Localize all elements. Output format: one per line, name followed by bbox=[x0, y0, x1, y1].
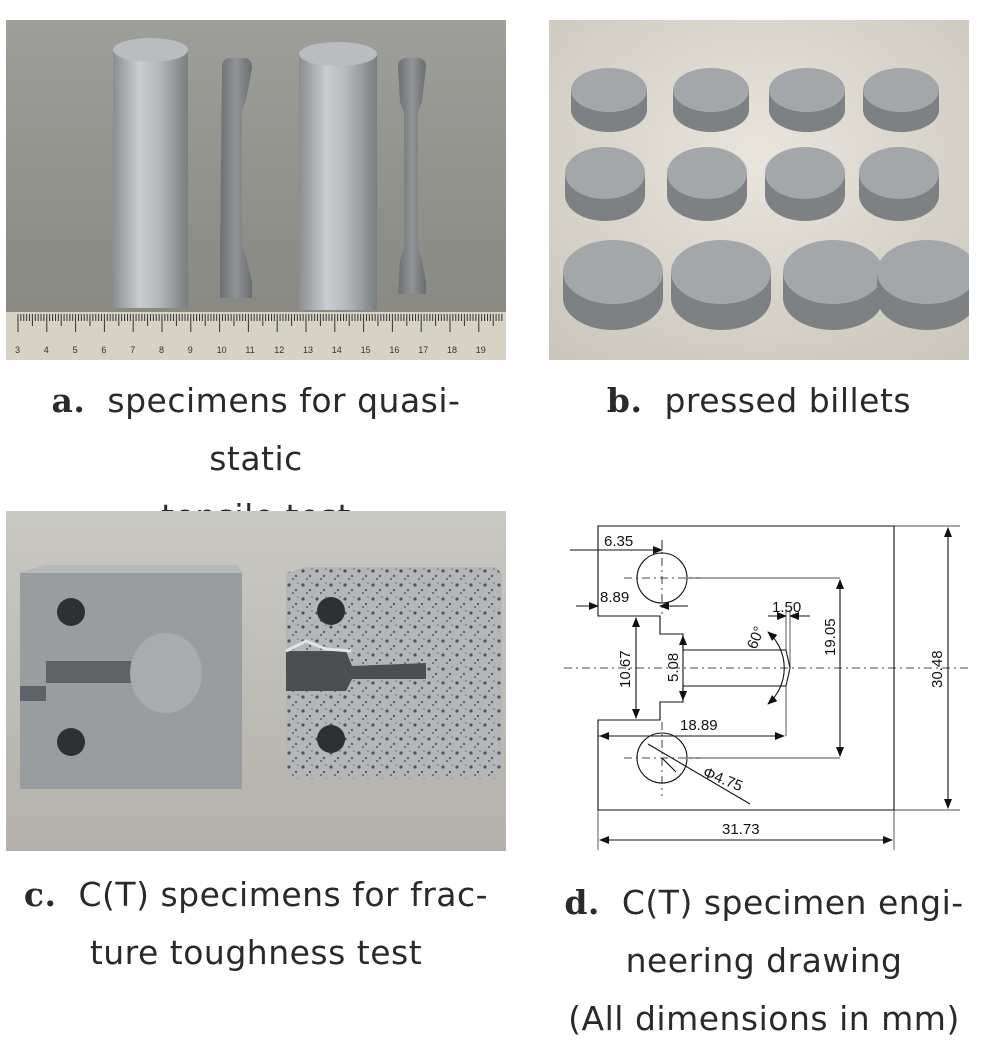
photo-pressed-billets bbox=[549, 20, 969, 360]
billet-top bbox=[571, 68, 647, 112]
billet-top bbox=[859, 147, 939, 199]
caption-b-line1: pressed billets bbox=[664, 381, 912, 420]
dim-5-08: 5.08 bbox=[665, 653, 682, 682]
ct-drawing-svg: 6.35 8.89 1.50 60° 19.05 10.67 5.08 30.4… bbox=[564, 525, 970, 850]
caption-d-line3: (All dimensions in mm) bbox=[568, 999, 960, 1038]
billet-top bbox=[783, 240, 883, 304]
ruler-number: 9 bbox=[188, 345, 193, 355]
dim-19-05: 19.05 bbox=[822, 618, 839, 656]
billet-top bbox=[565, 147, 645, 199]
billet-top bbox=[863, 68, 939, 112]
ruler-number: 6 bbox=[101, 345, 106, 355]
billet-top bbox=[769, 68, 845, 112]
engineering-drawing: 6.35 8.89 1.50 60° 19.05 10.67 5.08 30.4… bbox=[550, 510, 980, 855]
ruler-ticks bbox=[17, 314, 503, 332]
caption-a-letter: a. bbox=[51, 381, 86, 420]
dim-60-deg: 60° bbox=[744, 624, 768, 651]
dim-diameter-4-75: Φ4.75 bbox=[701, 764, 746, 795]
ruler-numbers: 3 4 5 6 7 8 9 10 11 12 13 14 15 16 17 18 19 bbox=[15, 345, 486, 355]
ruler-number: 13 bbox=[303, 345, 313, 355]
ruler-number: 5 bbox=[73, 345, 78, 355]
dim-30-48: 30.48 bbox=[929, 650, 946, 688]
photo-ct-specimens bbox=[6, 511, 506, 851]
ct-specimens-illustration bbox=[6, 511, 506, 851]
tensile-specimens-illustration: 3 4 5 6 7 8 9 10 11 12 13 14 15 16 17 18 19 bbox=[6, 20, 506, 360]
ruler-number: 7 bbox=[130, 345, 135, 355]
ruler-number: 15 bbox=[361, 345, 371, 355]
billet-top bbox=[877, 240, 969, 304]
caption-b: b. pressed billets bbox=[549, 372, 969, 430]
billet-top bbox=[563, 240, 663, 304]
dim-31-73: 31.73 bbox=[722, 821, 760, 838]
ruler-number: 4 bbox=[44, 345, 49, 355]
billets-illustration bbox=[549, 20, 969, 360]
dim-1-50: 1.50 bbox=[772, 599, 801, 616]
ruler-number: 14 bbox=[332, 345, 342, 355]
billet-top bbox=[667, 147, 747, 199]
caption-d-line2: neering drawing bbox=[625, 941, 903, 980]
ruler-number: 19 bbox=[476, 345, 486, 355]
dim-18-89: 18.89 bbox=[680, 717, 718, 734]
caption-b-letter: b. bbox=[606, 381, 643, 420]
caption-d: d. C(T) specimen engi- neering drawing (A… bbox=[549, 874, 979, 1048]
billet-top bbox=[671, 240, 771, 304]
caption-c-line1: C(T) specimens for frac- bbox=[78, 875, 489, 914]
ruler-number: 17 bbox=[418, 345, 428, 355]
caption-d-letter: d. bbox=[564, 883, 600, 922]
caption-c-letter: c. bbox=[23, 875, 57, 914]
ruler-number: 11 bbox=[245, 345, 254, 355]
caption-d-line1: C(T) specimen engi- bbox=[621, 883, 964, 922]
ruler-number: 3 bbox=[15, 345, 20, 355]
caption-c: c. C(T) specimens for frac- ture toughnes… bbox=[6, 866, 506, 982]
billet-group bbox=[563, 68, 969, 330]
dim-6-35: 6.35 bbox=[604, 533, 633, 550]
ruler-number: 16 bbox=[389, 345, 399, 355]
specimen-outline bbox=[597, 525, 895, 811]
photo-tensile-specimens: 3 4 5 6 7 8 9 10 11 12 13 14 15 16 17 18 19 bbox=[6, 20, 506, 360]
caption-a-line1: specimens for quasi-static bbox=[107, 381, 461, 478]
ruler-number: 12 bbox=[274, 345, 284, 355]
dim-10-67: 10.67 bbox=[617, 650, 634, 688]
caption-c-line2: ture toughness test bbox=[89, 933, 423, 972]
ruler-number: 10 bbox=[217, 345, 227, 355]
ruler-number: 18 bbox=[447, 345, 457, 355]
ruler-number: 8 bbox=[159, 345, 164, 355]
billet-top bbox=[673, 68, 749, 112]
billet-top bbox=[765, 147, 845, 199]
dim-8-89: 8.89 bbox=[600, 589, 629, 606]
